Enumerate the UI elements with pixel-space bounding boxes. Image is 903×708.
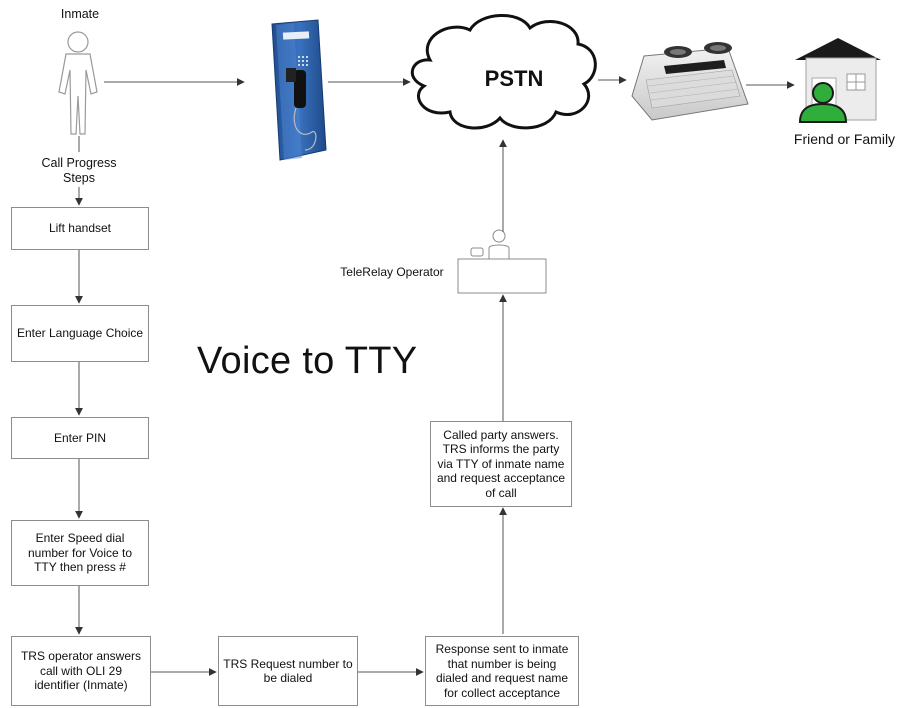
step-language-choice: Enter Language Choice <box>11 305 149 362</box>
pstn-cloud-icon <box>410 14 597 130</box>
flow-arrows <box>75 136 507 676</box>
operator-desk-icon <box>457 229 547 294</box>
step-trs-request-number: TRS Request number to be dialed <box>218 636 358 706</box>
diagram-title: Voice to TTY <box>197 340 418 382</box>
friend-person-icon <box>798 82 848 123</box>
inmate-label: Inmate <box>60 7 100 21</box>
top-arrows <box>104 76 795 89</box>
step-speed-dial: Enter Speed dial number for Voice to TTY… <box>11 520 149 586</box>
call-progress-label: Call Progress Steps <box>41 156 117 185</box>
payphone-icon <box>271 19 327 161</box>
step-lift-handset: Lift handset <box>11 207 149 250</box>
step-response-to-inmate: Response sent to inmate that number is b… <box>425 636 579 706</box>
step-enter-pin: Enter PIN <box>11 417 149 459</box>
operator-label: TeleRelay Operator <box>340 265 444 279</box>
pstn-label: PSTN <box>484 66 544 91</box>
tty-device-icon <box>631 42 749 121</box>
step-trs-answers: TRS operator answers call with OLI 29 id… <box>11 636 151 706</box>
friend-label: Friend or Family <box>793 131 896 147</box>
step-called-party-answers: Called party answers. TRS informs the pa… <box>430 421 572 507</box>
inmate-icon <box>58 31 98 135</box>
